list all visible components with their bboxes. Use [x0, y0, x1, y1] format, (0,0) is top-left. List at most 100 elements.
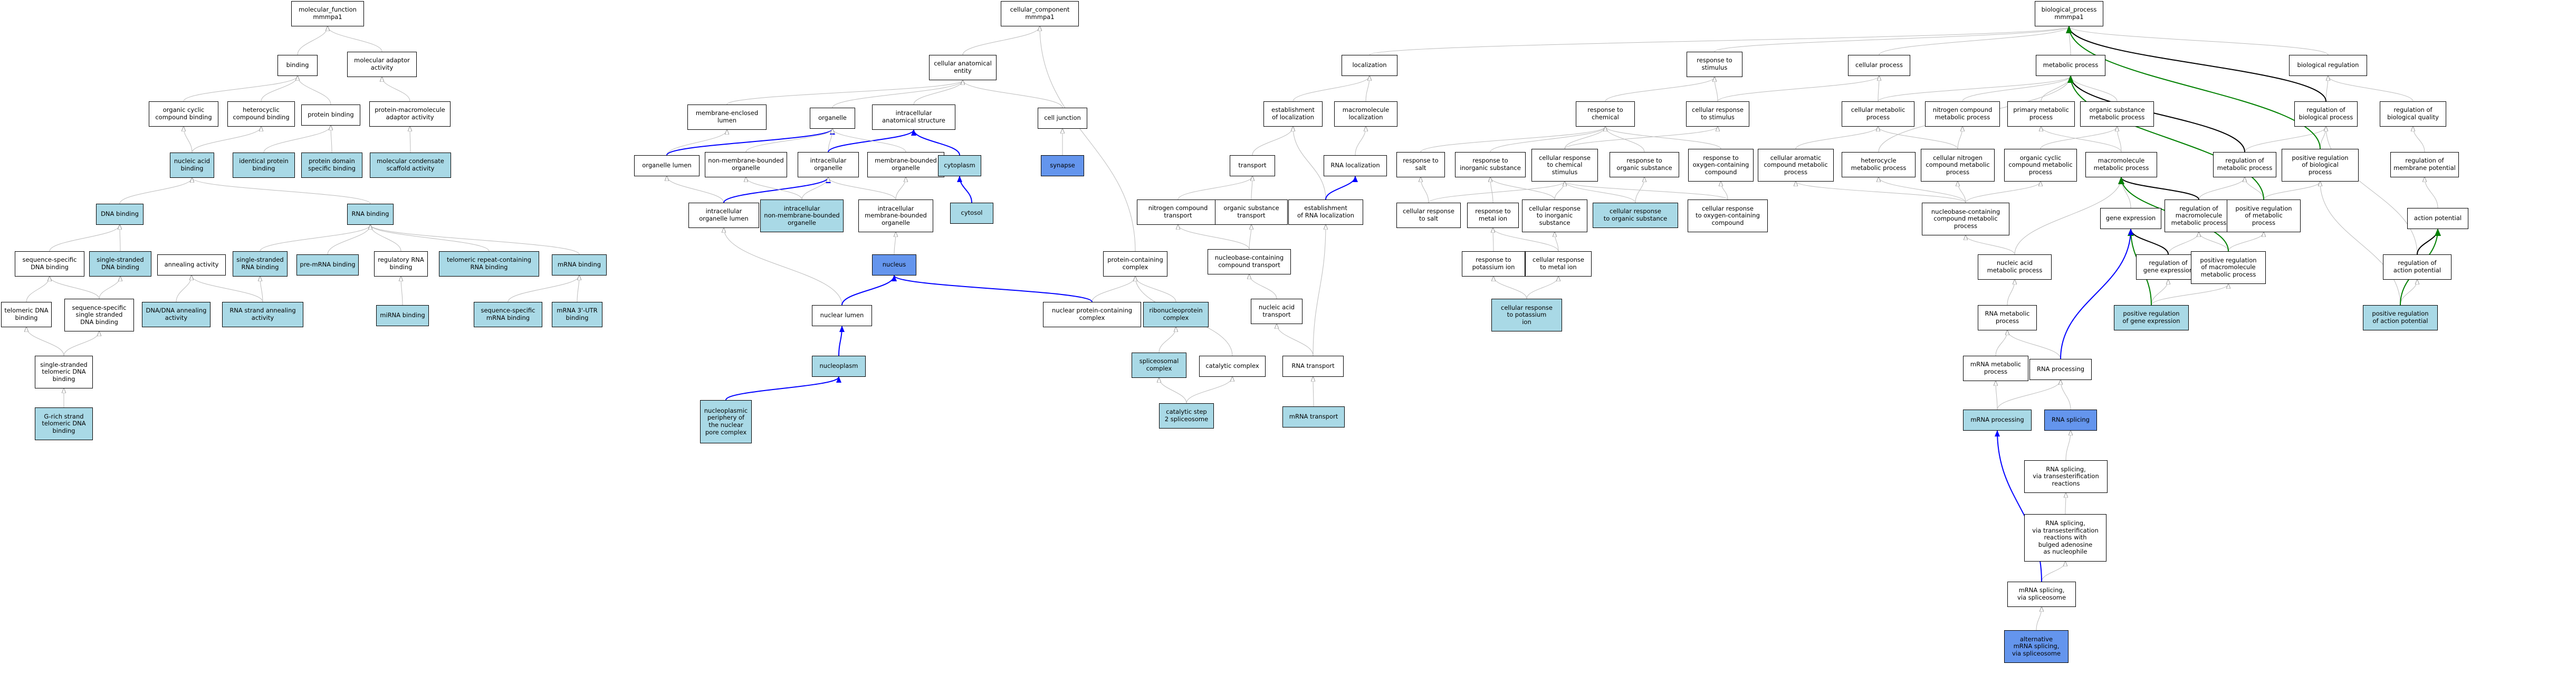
- go-term-bio-reg[interactable]: biological regulation: [2289, 55, 2367, 76]
- go-term-reg-metab[interactable]: regulation of metabolic process: [2213, 152, 2276, 177]
- go-term-pre-mrna[interactable]: pre-mRNA binding: [296, 254, 359, 276]
- go-term-mol-condensate[interactable]: molecular condensate scaffold activity: [370, 153, 451, 178]
- go-term-nucbase-trans[interactable]: nucleobase-containing compound transport: [1208, 249, 1291, 274]
- go-term-rna-metab[interactable]: RNA metabolic process: [1978, 305, 2037, 330]
- go-term-resp-oxy[interactable]: response to oxygen-containing compound: [1688, 149, 1754, 182]
- go-term-cell-resp-metal[interactable]: cellular response to metal ion: [1525, 251, 1592, 277]
- go-term-org-cyclic-bind[interactable]: organic cyclic compound binding: [149, 101, 218, 127]
- go-term-reg-bio-qual[interactable]: regulation of biological quality: [2380, 101, 2446, 127]
- go-term-org-sub-trans[interactable]: organic substance transport: [1215, 200, 1288, 225]
- go-term-resp-metal[interactable]: response to metal ion: [1467, 203, 1519, 228]
- go-term-cell-resp-chem[interactable]: cellular response to chemical stimulus: [1531, 149, 1598, 182]
- go-term-n-comp-metab[interactable]: nitrogen compound metabolic process: [1925, 101, 2000, 127]
- go-term-macro-metab[interactable]: macromolecule metabolic process: [2085, 152, 2157, 177]
- go-term-nucleoplasm[interactable]: nucleoplasm: [812, 356, 866, 377]
- go-term-mem-lumen[interactable]: membrane-enclosed lumen: [687, 105, 767, 130]
- go-term-spliceosomal[interactable]: spliceosomal complex: [1132, 353, 1186, 378]
- go-term-dna-bind[interactable]: DNA binding: [96, 204, 143, 225]
- go-term-action-pot[interactable]: action potential: [2407, 208, 2468, 229]
- go-term-reg-rna[interactable]: regulatory RNA binding: [374, 251, 428, 277]
- go-term-prim-metab[interactable]: primary metabolic process: [2007, 101, 2075, 127]
- go-term-protein-bind[interactable]: protein binding: [301, 105, 360, 126]
- go-term-cc[interactable]: cellular_component mmmpa1: [1001, 1, 1079, 26]
- go-term-hetero-bind[interactable]: heterocyclic compound binding: [227, 101, 295, 127]
- go-term-na-metab[interactable]: nucleic acid metabolic process: [1978, 254, 2052, 280]
- go-term-alt-mrna-spl[interactable]: alternative mRNA splicing, via spliceoso…: [2004, 630, 2069, 663]
- go-term-org-cyc-metab[interactable]: organic cyclic compound metabolic proces…: [2004, 149, 2077, 182]
- go-term-resp-k[interactable]: response to potassium ion: [1462, 251, 1525, 277]
- go-term-mf[interactable]: molecular_function mmmpa1: [291, 1, 364, 26]
- go-term-ic-nmb-org[interactable]: intracellular non-membrane-bounded organ…: [760, 200, 844, 232]
- go-term-prot-domain[interactable]: protein domain specific binding: [301, 153, 362, 178]
- go-term-cell-resp-inorg[interactable]: cellular response to inorganic substance: [1522, 200, 1587, 232]
- go-term-rnp-complex[interactable]: ribonucleoprotein complex: [1143, 302, 1209, 327]
- go-term-cell-junction[interactable]: cell junction: [1038, 108, 1087, 129]
- go-term-telo-dna[interactable]: telomeric DNA binding: [1, 302, 52, 327]
- go-term-mol-adaptor[interactable]: molecular adaptor activity: [347, 52, 417, 77]
- go-term-pos-reg-ap[interactable]: positive regulation of action potential: [2363, 305, 2438, 330]
- go-term-cytoplasm[interactable]: cytoplasm: [938, 155, 981, 176]
- go-term-est-rna-loc[interactable]: establishment of RNA localization: [1288, 200, 1363, 225]
- go-term-mrna-spl[interactable]: mRNA splicing, via spliceosome: [2007, 582, 2076, 607]
- go-term-pos-reg-bio[interactable]: positive regulation of biological proces…: [2282, 149, 2359, 182]
- go-term-cell-resp-k[interactable]: cellular response to potassium ion: [1491, 299, 1562, 331]
- go-term-seqspec-ss-dna[interactable]: sequence-specific single stranded DNA bi…: [64, 299, 134, 331]
- go-term-n-comp-trans[interactable]: nitrogen compound transport: [1137, 200, 1219, 225]
- go-term-na-bind[interactable]: nucleic acid binding: [170, 153, 214, 178]
- go-term-cell-resp-oxy[interactable]: cellular response to oxygen-containing c…: [1688, 200, 1768, 232]
- go-term-binding[interactable]: binding: [277, 55, 318, 76]
- go-term-mrna-bind[interactable]: mRNA binding: [552, 254, 607, 276]
- go-term-reg-mem-pot[interactable]: regulation of membrane potential: [2390, 152, 2459, 177]
- go-term-gene-expr[interactable]: gene expression: [2100, 208, 2161, 229]
- go-term-hetero-metab[interactable]: heterocycle metabolic process: [1842, 152, 1916, 177]
- go-term-ic-org[interactable]: intracellular organelle: [798, 152, 859, 177]
- go-term-nmb-org[interactable]: non-membrane-bounded organelle: [705, 152, 787, 177]
- go-term-rna-spl-trans[interactable]: RNA splicing, via transesterification re…: [2024, 460, 2108, 493]
- go-term-nucleus[interactable]: nucleus: [872, 254, 916, 276]
- go-term-org-lumen[interactable]: organelle lumen: [634, 155, 700, 176]
- go-term-nucbase-metab[interactable]: nucleobase-containing compound metabolic…: [1922, 203, 2009, 235]
- go-term-seqspec-dna[interactable]: sequence-specific DNA binding: [15, 251, 84, 277]
- go-term-mirna-bind[interactable]: miRNA binding: [376, 305, 429, 326]
- go-term-reg-bio[interactable]: regulation of biological process: [2294, 101, 2358, 127]
- go-term-bp[interactable]: biological_process mmmpa1: [2035, 1, 2103, 26]
- go-term-ic-org-lumen[interactable]: intracellular organelle lumen: [688, 203, 759, 228]
- go-term-organelle[interactable]: organelle: [810, 108, 855, 129]
- go-term-mrna-proc[interactable]: mRNA processing: [1963, 410, 2032, 431]
- go-term-mrna-3utr[interactable]: mRNA 3'-UTR binding: [552, 302, 602, 327]
- go-term-telo-repeat[interactable]: telomeric repeat-containing RNA binding: [439, 251, 539, 277]
- go-term-rna-spl-bulged[interactable]: RNA splicing, via transesterification re…: [2024, 514, 2106, 562]
- go-term-rna-splicing[interactable]: RNA splicing: [2044, 410, 2097, 431]
- go-term-pos-reg-gene[interactable]: positive regulation of gene expression: [2114, 305, 2189, 330]
- go-term-resp-inorg[interactable]: response to inorganic substance: [1455, 152, 1526, 177]
- go-term-rna-proc[interactable]: RNA processing: [2029, 359, 2092, 380]
- go-term-ic-mb-org[interactable]: intracellular membrane-bounded organelle: [858, 200, 933, 232]
- go-term-org-sub-metab[interactable]: organic substance metabolic process: [2080, 101, 2154, 127]
- go-term-np-periphery[interactable]: nucleoplasmic periphery of the nuclear p…: [700, 400, 752, 443]
- go-term-cat-step2[interactable]: catalytic step 2 spliceosome: [1159, 403, 1214, 429]
- go-term-cell-n-metab[interactable]: cellular nitrogen compound metabolic pro…: [1921, 149, 1995, 182]
- go-term-resp-salt[interactable]: response to salt: [1396, 152, 1445, 177]
- go-term-ss-rna[interactable]: single-stranded RNA binding: [233, 251, 288, 277]
- go-term-cell-arom[interactable]: cellular aromatic compound metabolic pro…: [1758, 149, 1834, 182]
- go-term-prot-complex[interactable]: protein-containing complex: [1103, 251, 1167, 277]
- go-term-mrna-metab[interactable]: mRNA metabolic process: [1963, 356, 2028, 381]
- go-term-cell-resp-stim[interactable]: cellular response to stimulus: [1686, 101, 1749, 127]
- go-term-ss-telo[interactable]: single-stranded telomeric DNA binding: [35, 356, 93, 388]
- go-term-pm-adaptor[interactable]: protein-macromolecule adaptor activity: [369, 101, 451, 127]
- go-term-metab-proc[interactable]: metabolic process: [2036, 55, 2105, 76]
- go-term-transport[interactable]: transport: [1230, 155, 1275, 176]
- go-term-pos-reg-macro[interactable]: positive regulation of macromolecule met…: [2191, 251, 2266, 284]
- go-term-reg-macro-metab[interactable]: regulation of macromolecule metabolic pr…: [2165, 200, 2233, 232]
- go-term-rna-loc[interactable]: RNA localization: [1324, 155, 1387, 176]
- go-term-annealing[interactable]: annealing activity: [157, 254, 226, 276]
- go-term-grich[interactable]: G-rich strand telomeric DNA binding: [35, 407, 93, 440]
- go-term-cell-metab[interactable]: cellular metabolic process: [1842, 101, 1914, 127]
- go-term-mrna-trans[interactable]: mRNA transport: [1282, 406, 1345, 428]
- go-term-seqspec-mrna[interactable]: sequence-specific mRNA binding: [474, 302, 542, 327]
- go-term-macro-loc[interactable]: macromolecule localization: [1334, 101, 1397, 127]
- go-term-pos-reg-metab[interactable]: positive regulation of metabolic process: [2227, 200, 2301, 232]
- go-term-cell-resp-salt[interactable]: cellular response to salt: [1396, 203, 1461, 228]
- go-term-rna-trans[interactable]: RNA transport: [1282, 356, 1344, 377]
- go-term-localization[interactable]: localization: [1342, 55, 1397, 76]
